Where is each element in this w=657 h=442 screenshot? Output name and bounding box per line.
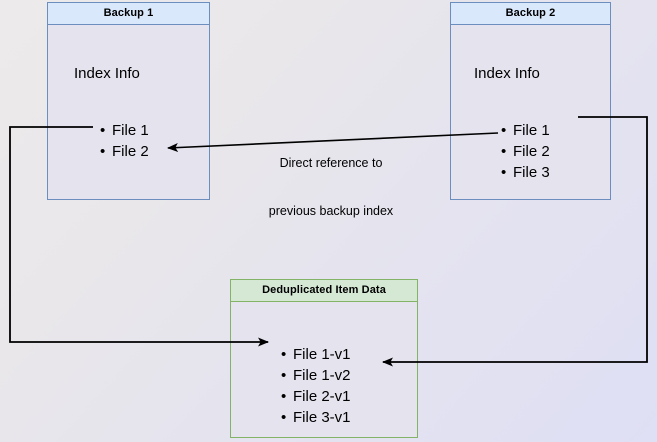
list-item: File 1 [100, 120, 149, 141]
list-item: File 1-v1 [281, 344, 350, 365]
list-item: File 1 [501, 120, 550, 141]
backup-2-body: Index Info File 1 File 2 File 3 [451, 25, 610, 199]
dedup-file-list: File 1-v1 File 1-v2 File 2-v1 File 3-v1 [279, 344, 350, 428]
backup-2-index-info-label: Index Info [474, 65, 540, 82]
deduplicated-item-data-box[interactable]: Deduplicated Item Data File 1-v1 File 1-… [230, 279, 418, 438]
backup-1-box[interactable]: Backup 1 Index Info File 1 File 2 [47, 2, 210, 200]
list-item: File 2 [501, 141, 550, 162]
list-item: File 2-v1 [281, 386, 350, 407]
backup-1-file-list: File 1 File 2 [98, 120, 149, 162]
backup-1-index-info-label: Index Info [74, 65, 140, 82]
list-item: File 2 [100, 141, 149, 162]
list-item: File 3 [501, 162, 550, 183]
backup-1-header: Backup 1 [48, 3, 209, 25]
list-item: File 1-v2 [281, 365, 350, 386]
dedup-body: File 1-v1 File 1-v2 File 2-v1 File 3-v1 [231, 302, 417, 437]
dedup-header: Deduplicated Item Data [231, 280, 417, 302]
direct-reference-line-2: previous backup index [268, 204, 394, 218]
backup-2-box[interactable]: Backup 2 Index Info File 1 File 2 File 3 [450, 2, 611, 200]
direct-reference-line-1: Direct reference to [279, 156, 383, 170]
backup-2-header: Backup 2 [451, 3, 610, 25]
backup-1-body: Index Info File 1 File 2 [48, 25, 209, 199]
direct-reference-label: Direct reference to previous backup inde… [248, 123, 414, 251]
list-item: File 3-v1 [281, 407, 350, 428]
backup-2-file-list: File 1 File 2 File 3 [499, 120, 550, 183]
